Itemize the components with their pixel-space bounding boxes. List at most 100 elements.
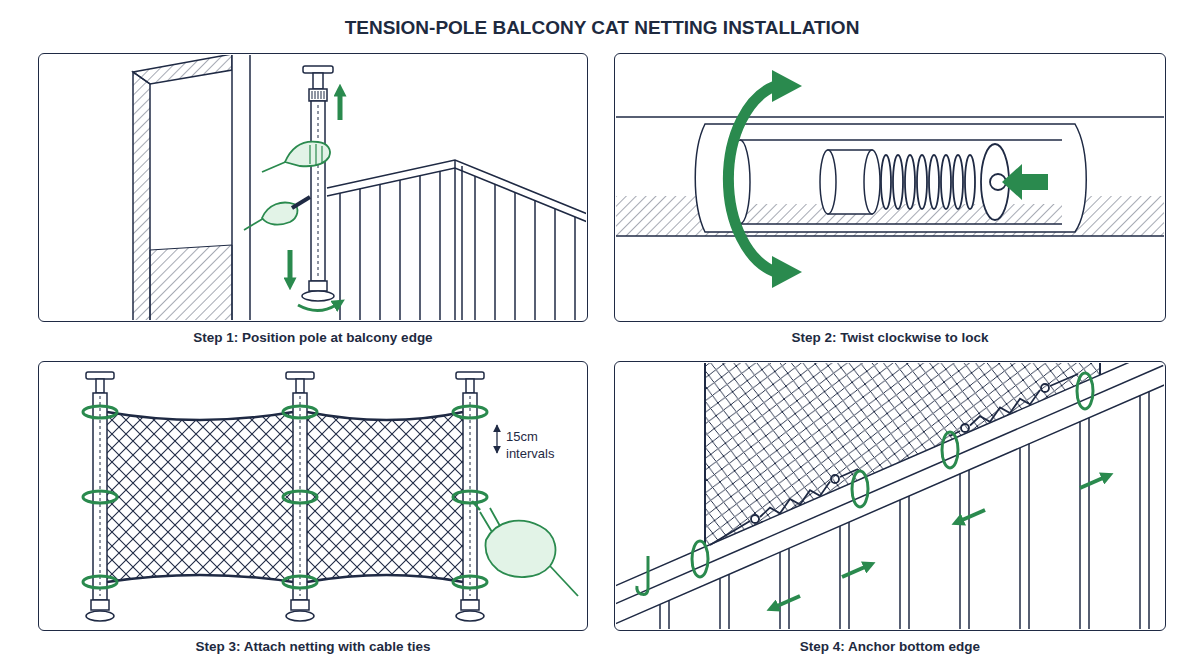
motion-arrows: [1080, 478, 1104, 489]
springs: [710, 374, 1078, 545]
balcony-railing: [494, 184, 496, 320]
tension-poles: [100, 396, 101, 596]
step-panel: Step 4: Anchor bottom edge: [614, 361, 1166, 658]
pole-cutaway: [740, 204, 1062, 224]
panel-frame: [38, 53, 588, 322]
cable-ties: [283, 491, 317, 503]
pole-cutaway: [616, 117, 1164, 236]
tension-poles: [466, 379, 474, 393]
cable-ties: [283, 576, 317, 588]
spring: [941, 155, 951, 209]
twist-arrows: [772, 70, 802, 102]
door-frame: [232, 55, 250, 320]
netting: [704, 363, 706, 547]
hands: [285, 142, 330, 167]
spring: [893, 155, 903, 209]
balcony-railing: [899, 500, 901, 629]
step2-illustration: [616, 70, 1164, 288]
balcony-railing: [616, 363, 1164, 629]
anchor-ties: [637, 556, 648, 594]
step-panel: Step 3: Attach netting with cable ties: [38, 361, 588, 658]
step-caption: Step 1: Position pole at balcony edge: [38, 329, 588, 347]
motion-arrows: [288, 250, 293, 280]
step3-illustration: [83, 372, 578, 621]
netting: [705, 363, 1100, 547]
step4-illustration: [616, 363, 1164, 629]
hands: [310, 144, 322, 165]
motion-arrows: [961, 510, 985, 521]
pole-cutaway: [820, 150, 836, 214]
netting: [107, 412, 463, 582]
step1-illustration: [133, 55, 586, 320]
balcony-railing: [419, 176, 421, 320]
tension-poles: [461, 600, 479, 610]
springs: [1041, 384, 1049, 392]
spring: [881, 155, 891, 209]
tension-poles: [296, 379, 304, 393]
tension-pole: [303, 66, 333, 73]
tension-pole: [313, 73, 323, 89]
springs: [751, 515, 759, 523]
panel-frame: [614, 361, 1166, 631]
balcony-railing: [1139, 396, 1141, 630]
tension-poles: [96, 379, 104, 393]
netting: [107, 412, 463, 582]
balcony-railing: [514, 192, 516, 320]
balcony-railing: [959, 474, 961, 629]
netting: [705, 363, 1100, 547]
hand: [480, 508, 500, 532]
tension-poles: [470, 396, 471, 596]
balcony-railing: [327, 160, 586, 320]
balcony-railing: [616, 363, 1164, 605]
hand: [550, 566, 578, 596]
anchor-ties: [637, 373, 1093, 594]
step-caption: Step 3: Attach netting with cable ties: [38, 638, 588, 656]
balcony-railing: [659, 604, 661, 629]
door-frame: [133, 72, 150, 320]
step-caption: Step 4: Anchor bottom edge: [614, 638, 1166, 656]
dimension-label: 15cm intervals: [504, 428, 572, 462]
balcony-railing: [359, 189, 361, 320]
tension-poles: [456, 611, 484, 621]
cable-ties: [83, 491, 117, 503]
tension-pole: [302, 66, 334, 301]
balcony-railing: [474, 176, 476, 320]
anchor-ties: [852, 471, 868, 507]
balcony-railing: [574, 217, 576, 320]
spring: [905, 155, 915, 209]
balcony-railing: [461, 166, 463, 320]
twist-arrows: [772, 256, 802, 288]
tension-poles: [86, 372, 114, 379]
balcony-railing: [1019, 448, 1021, 629]
motion-arrows: [298, 305, 336, 311]
spring: [929, 155, 939, 209]
balcony-railing: [719, 578, 721, 629]
twist-arrows: [1002, 164, 1048, 200]
motion-arrows: [776, 478, 1104, 607]
spring: [917, 155, 927, 209]
balcony-railing: [839, 526, 841, 629]
hand: [472, 501, 578, 596]
spring: [881, 144, 1009, 220]
door-frame: [133, 55, 250, 320]
netting: [1099, 363, 1101, 375]
motion-arrows: [338, 94, 343, 120]
balcony-railing: [439, 171, 441, 320]
dimension-arrow: [496, 425, 498, 453]
tension-poles: [86, 372, 484, 621]
panel-frame: [614, 53, 1166, 322]
tension-pole: [309, 89, 327, 101]
balcony-railing: [1148, 392, 1150, 629]
balcony-railing: [668, 600, 670, 629]
step-caption: Step 2: Twist clockwise to lock: [614, 329, 1166, 347]
tension-poles: [286, 611, 314, 621]
motion-arrows: [776, 596, 800, 607]
tension-poles: [286, 372, 314, 379]
cable-ties: [453, 406, 487, 418]
step-panel: Step 1: Position pole at balcony edge: [38, 53, 588, 349]
twist-arrows: [728, 70, 1048, 288]
balcony-railing: [534, 201, 536, 320]
pole-cutaway: [740, 139, 1062, 141]
balcony-railing: [779, 552, 781, 629]
